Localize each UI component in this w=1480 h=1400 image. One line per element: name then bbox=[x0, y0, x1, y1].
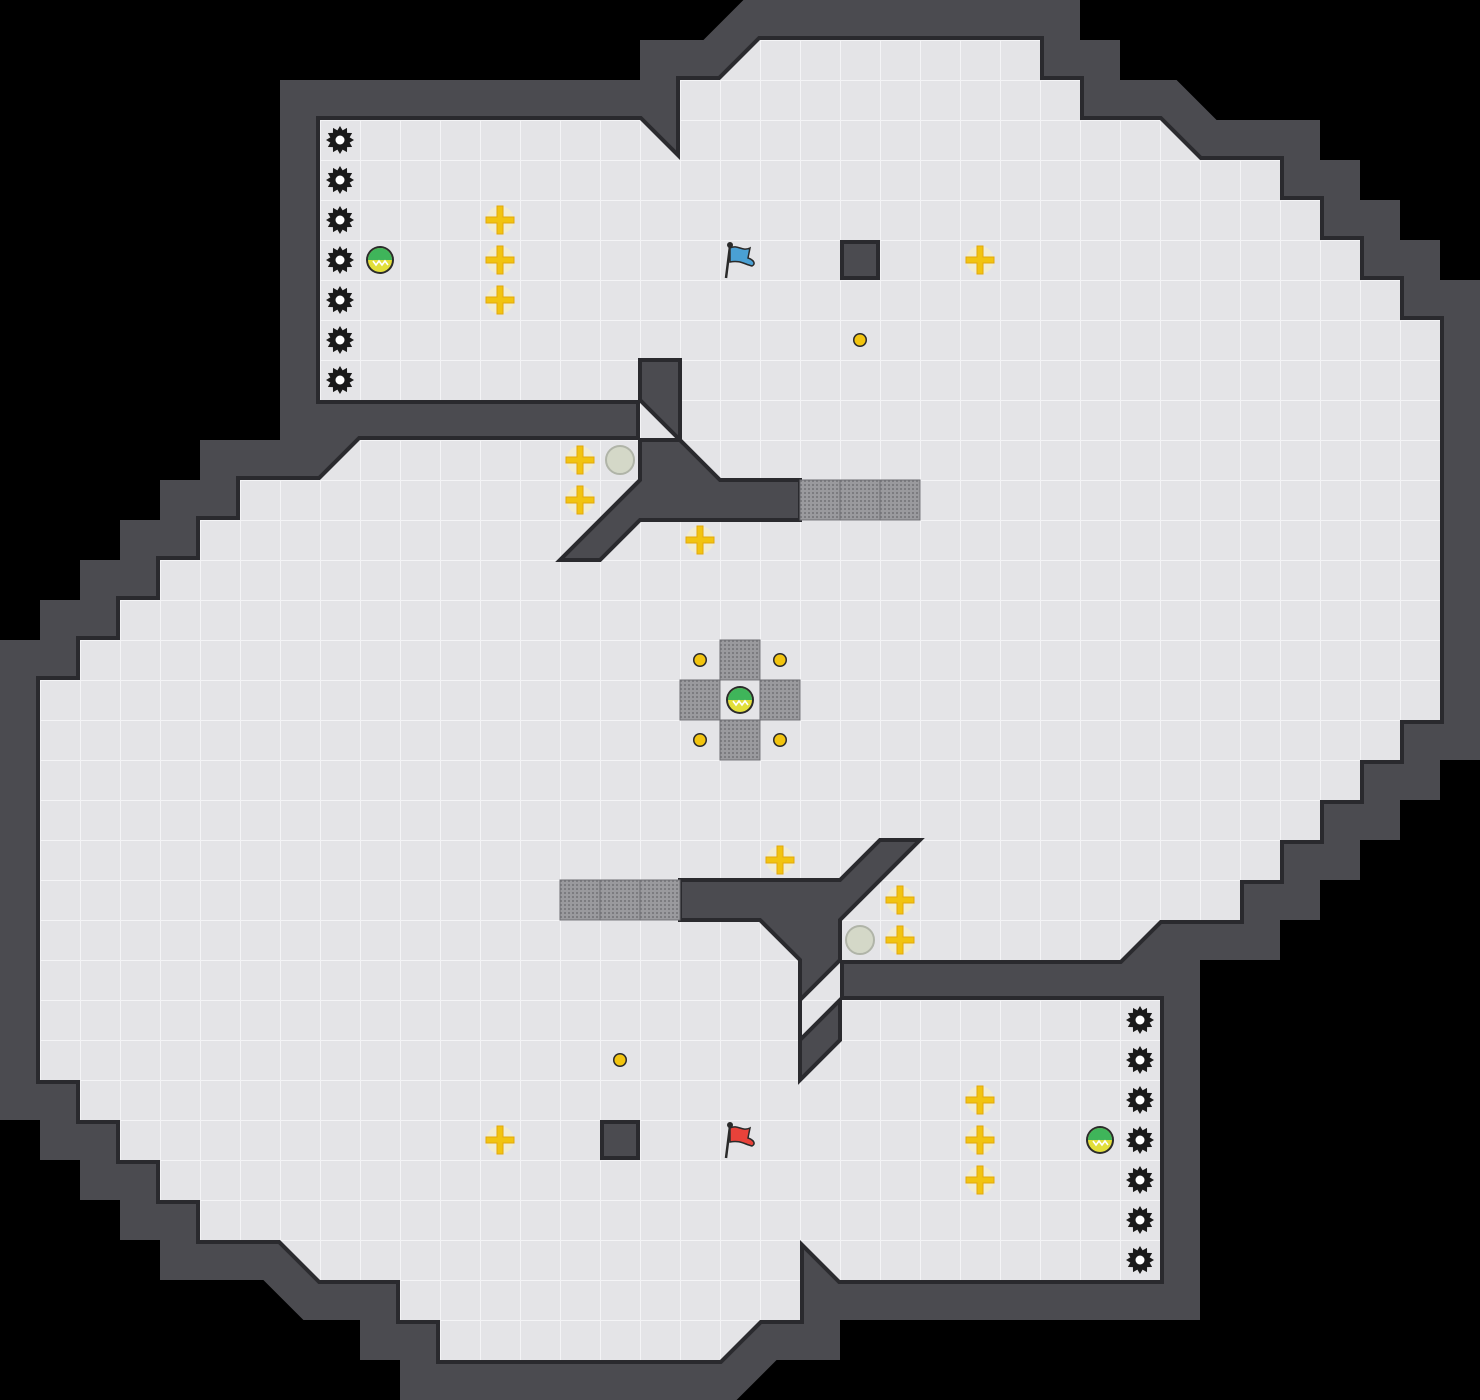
inner-walls bbox=[555, 240, 925, 1160]
boost-pad-icon bbox=[565, 445, 595, 475]
gate-tile bbox=[559, 879, 601, 921]
boost-pad-icon bbox=[965, 245, 995, 275]
map-items bbox=[326, 126, 1154, 1274]
powerup-icon bbox=[366, 246, 394, 274]
mini-boost-icon bbox=[773, 653, 787, 667]
spike-icon bbox=[1126, 1166, 1154, 1194]
inactive-bomb-icon bbox=[605, 445, 635, 475]
gate-tile bbox=[679, 679, 721, 721]
gate-tile bbox=[799, 479, 841, 521]
spike-icon bbox=[1126, 1126, 1154, 1154]
spike-icon bbox=[1126, 1046, 1154, 1074]
boost-pad-icon bbox=[885, 925, 915, 955]
powerup-icon bbox=[726, 686, 754, 714]
spike-icon bbox=[1126, 1006, 1154, 1034]
mini-boost-icon bbox=[693, 733, 707, 747]
mini-boost-icon bbox=[773, 733, 787, 747]
pillar-block bbox=[840, 240, 880, 280]
spike-icon bbox=[326, 286, 354, 314]
boost-pad-icon bbox=[485, 245, 515, 275]
mini-boost-icon bbox=[853, 333, 867, 347]
gate-tile bbox=[879, 479, 921, 521]
boost-pad-icon bbox=[485, 1125, 515, 1155]
spike-icon bbox=[1126, 1206, 1154, 1234]
inner-wall bbox=[678, 838, 925, 1040]
boost-pad-icon bbox=[765, 845, 795, 875]
spike-icon bbox=[326, 126, 354, 154]
spike-icon bbox=[326, 366, 354, 394]
spike-icon bbox=[326, 246, 354, 274]
mini-boost-icon bbox=[693, 653, 707, 667]
spike-icon bbox=[1126, 1086, 1154, 1114]
inner-wall bbox=[798, 995, 842, 1085]
spike-icon bbox=[326, 206, 354, 234]
spike-icon bbox=[326, 166, 354, 194]
gate-tile bbox=[759, 679, 801, 721]
pillar-block bbox=[600, 1120, 640, 1160]
mini-boost-icon bbox=[613, 1053, 627, 1067]
boost-pad-icon bbox=[965, 1165, 995, 1195]
gate-tile bbox=[719, 639, 761, 681]
boost-pad-icon bbox=[685, 525, 715, 555]
gate-tile bbox=[719, 719, 761, 761]
gate-tile bbox=[839, 479, 881, 521]
gate-tile bbox=[639, 879, 681, 921]
powerup-icon bbox=[1086, 1126, 1114, 1154]
spike-icon bbox=[326, 326, 354, 354]
boost-pad-icon bbox=[885, 885, 915, 915]
inner-wall bbox=[638, 358, 682, 445]
gate-tile bbox=[599, 879, 641, 921]
spike-icon bbox=[1126, 1246, 1154, 1274]
blue-flag-icon bbox=[724, 242, 755, 279]
boost-pad-icon bbox=[965, 1085, 995, 1115]
red-flag-icon bbox=[724, 1122, 755, 1159]
boost-pad-icon bbox=[565, 485, 595, 515]
boost-pad-icon bbox=[965, 1125, 995, 1155]
inactive-bomb-icon bbox=[845, 925, 875, 955]
boost-pad-icon bbox=[485, 285, 515, 315]
boost-pad-icon bbox=[485, 205, 515, 235]
gates bbox=[559, 479, 921, 921]
inner-wall bbox=[555, 438, 802, 562]
